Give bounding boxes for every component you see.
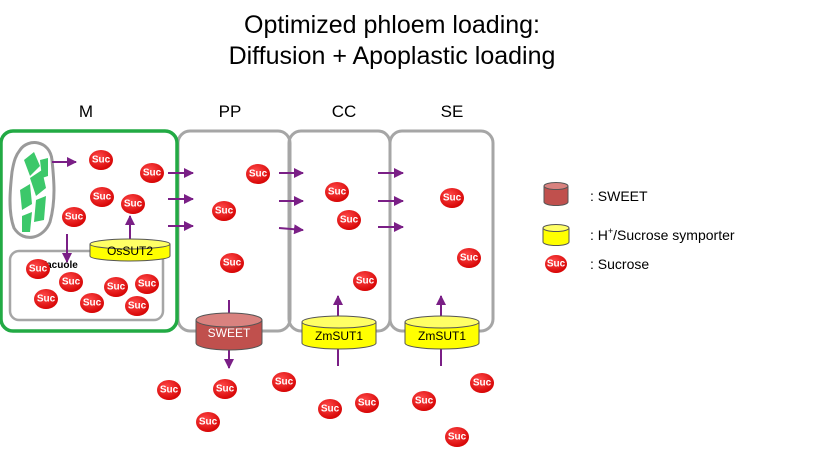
sucrose-label: Suc (216, 384, 235, 395)
sucrose-molecule: Suc (196, 412, 220, 432)
sucrose-label: Suc (65, 212, 84, 223)
cell-label-se: SE (441, 102, 464, 121)
vacuole (8, 249, 165, 322)
sucrose-label: Suc (93, 192, 112, 203)
sucrose-label: Suc (124, 199, 143, 210)
sucrose-label: Suc (223, 258, 242, 269)
sucrose-molecule: Suc (212, 201, 236, 221)
arrow-pp-cc-3 (278, 224, 304, 235)
sucrose-molecule: Suc (157, 380, 181, 400)
title-line-2: Diffusion + Apoplastic loading (228, 42, 556, 70)
sucrose-molecule: Suc (125, 296, 149, 316)
sucrose-molecule: Suc (470, 373, 494, 393)
sucrose-molecule: Suc (272, 372, 296, 392)
sucrose-molecule: Suc (59, 272, 83, 292)
sucrose-label: Suc (83, 298, 102, 309)
legend: : SWEET : H+/Sucrose symporter Suc : Suc… (542, 182, 735, 273)
ossut2-transporter: OsSUT2 (89, 238, 171, 262)
mesophyll-cell (0, 129, 179, 333)
sucrose-label: Suc (473, 378, 492, 389)
sucrose-molecule: Suc (246, 164, 270, 184)
sucrose-molecule: Suc (337, 210, 361, 230)
sucrose-label: Suc (138, 279, 157, 290)
sucrose-label: Suc (160, 385, 179, 396)
legend-sweet-label: : SWEET (590, 188, 648, 204)
ossut2-label: OsSUT2 (107, 244, 153, 258)
sucrose-molecule: Suc (440, 188, 464, 208)
sucrose-molecule: Suc (457, 248, 481, 268)
cc-cell (287, 129, 392, 333)
sucrose-label: Suc (62, 277, 81, 288)
title-line-1: Optimized phloem loading: (244, 11, 540, 39)
diagram-title: Optimized phloem loading: Diffusion + Ap… (0, 10, 784, 72)
sucrose-label: Suc (143, 168, 162, 179)
sucrose-label: Suc (448, 432, 467, 443)
sucrose-label: Suc (356, 276, 375, 287)
legend-sucrose-label: : Sucrose (590, 256, 649, 272)
sucrose-molecule: Suc (355, 393, 379, 413)
sucrose-molecule: Suc (80, 293, 104, 313)
sucrose-molecule: Suc (325, 182, 349, 202)
vacuole-label: Vacuole (40, 260, 78, 271)
sucrose-label: Suc (29, 264, 48, 275)
sucrose-molecule: Suc (89, 150, 113, 170)
sucrose-label: Suc (328, 187, 347, 198)
sucrose-molecule: Suc (412, 391, 436, 411)
pp-cell (176, 129, 292, 333)
cell-label-cc: CC (332, 102, 357, 121)
legend-symporter-icon (542, 224, 570, 246)
sucrose-label: Suc (107, 282, 126, 293)
sweet-transporter: SWEET (195, 312, 263, 351)
chloroplast (8, 141, 56, 239)
sucrose-label: Suc (249, 169, 268, 180)
sucrose-molecule: Suc (34, 289, 58, 309)
cell-label-pp: PP (219, 102, 242, 121)
sucrose-molecule: Suc (318, 399, 342, 419)
sucrose-label: Suc (340, 215, 359, 226)
sucrose-molecule: Suc (104, 277, 128, 297)
sucrose-label: Suc (92, 155, 111, 166)
zmsut1-se-label: ZmSUT1 (418, 329, 466, 343)
sucrose-label: Suc (128, 301, 147, 312)
sweet-label: SWEET (208, 326, 251, 340)
sucrose-label: Suc (415, 396, 434, 407)
sucrose-molecule: Suc (26, 259, 50, 279)
sucrose-label: Suc (275, 377, 294, 388)
sucrose-molecule: Suc (62, 207, 86, 227)
zmsut1-se-transporter: ZmSUT1 (404, 315, 480, 350)
sucrose-label: Suc (460, 253, 479, 264)
sucrose-label: Suc (321, 404, 340, 415)
legend-sucrose-icon: Suc (545, 255, 567, 273)
sucrose-label: Suc (37, 294, 56, 305)
legend-symporter-label: : H+/Sucrose symporter (590, 226, 735, 243)
sucrose-molecule: Suc (213, 379, 237, 399)
sucrose-molecule: Suc (220, 253, 244, 273)
sucrose-label: Suc (215, 206, 234, 217)
zmsut1-cc-transporter: ZmSUT1 (301, 315, 377, 350)
sucrose-molecule: Suc (90, 187, 114, 207)
cell-label-m: M (79, 102, 93, 121)
sucrose-label: Suc (443, 193, 462, 204)
sucrose-molecule: Suc (121, 194, 145, 214)
svg-text:Suc: Suc (547, 259, 566, 270)
sucrose-label: Suc (199, 417, 218, 428)
sucrose-molecule: Suc (140, 163, 164, 183)
sucrose-label: Suc (358, 398, 377, 409)
sucrose-molecule: Suc (353, 271, 377, 291)
legend-sweet-icon (543, 182, 569, 206)
sucrose-molecule: Suc (135, 274, 159, 294)
sucrose-molecule: Suc (445, 427, 469, 447)
zmsut1-cc-label: ZmSUT1 (315, 329, 363, 343)
